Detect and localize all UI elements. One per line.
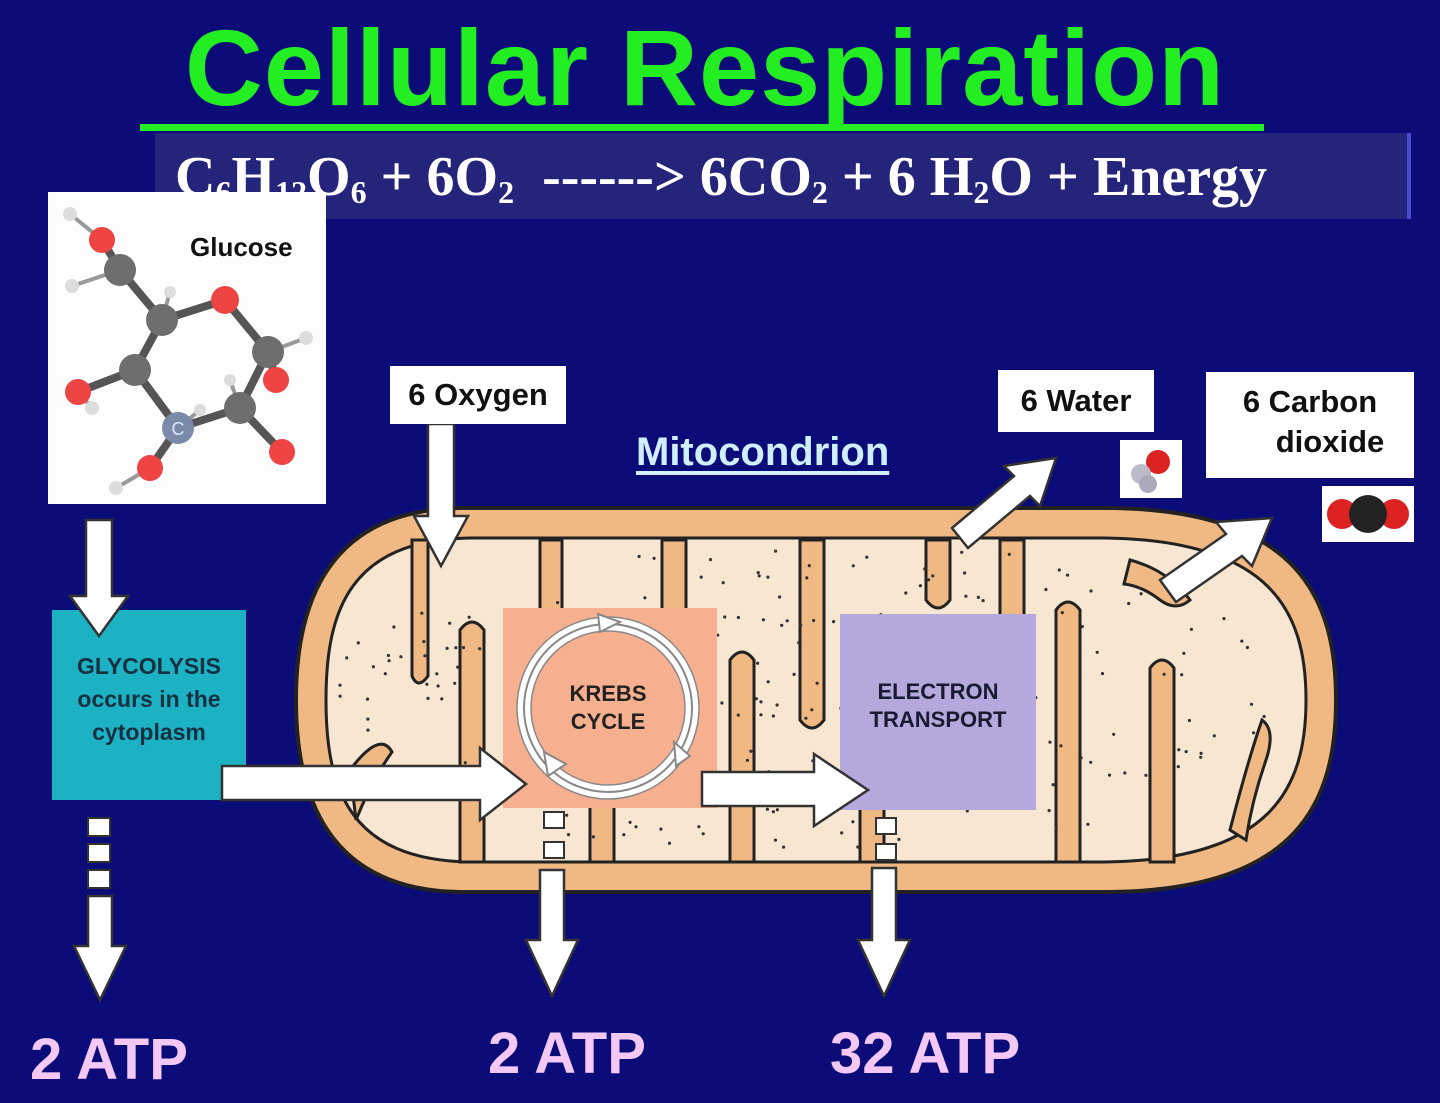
glycolysis-box	[52, 610, 246, 800]
glycolysis-label: GLYCOLYSIS occurs in the cytoplasm	[76, 653, 222, 745]
page-title: Cellular Respiration	[184, 7, 1226, 128]
krebs-cycle-ring	[516, 612, 700, 800]
arrow-glycolysis-to-krebs	[220, 745, 529, 823]
mitochondrion-label: Mitocondrion	[636, 430, 890, 474]
equation: C6H12O6 + 6O2 ------> 6CO2 + 6 H2O + Ene…	[175, 146, 1268, 210]
co2-molecule-icon	[1327, 495, 1409, 533]
title-underline	[140, 124, 1264, 131]
glucose-molecule-icon: C	[63, 207, 313, 495]
electron-transport-box	[840, 614, 1036, 810]
water-molecule-icon	[1131, 450, 1170, 493]
krebs-cycle-label: KREBS CYCLE	[569, 681, 647, 734]
arrow-water-out	[950, 456, 1058, 550]
arrow-krebs-to-et	[700, 751, 871, 829]
arrow-krebs-atp	[524, 868, 580, 999]
dashed-connectors	[87, 811, 897, 889]
carbon-dioxide-label: 6 Carbon dioxide	[1206, 372, 1414, 478]
arrow-glycolysis-atp	[72, 894, 128, 1003]
arrow-oxygen-in	[411, 422, 471, 569]
oxygen-label: 6 Oxygen	[390, 366, 566, 424]
electron-transport-label: ELECTRON TRANSPORT	[869, 679, 1007, 732]
glucose-label: Glucose	[190, 232, 293, 262]
water-label: 6 Water	[998, 370, 1154, 432]
atp-electron-transport: 32 ATP	[830, 1021, 1021, 1086]
svg-text:C: C	[172, 419, 185, 439]
equation-banner: C6H12O6 + 6O2 ------> 6CO2 + 6 H2O + Ene…	[155, 133, 1411, 219]
arrow-co2-out	[1158, 516, 1274, 604]
atp-krebs: 2 ATP	[488, 1021, 646, 1086]
arrows	[67, 422, 1274, 1003]
arrow-glucose-to-glycolysis	[67, 518, 131, 639]
atp-glycolysis: 2 ATP	[30, 1027, 188, 1092]
arrow-et-atp	[856, 866, 912, 999]
